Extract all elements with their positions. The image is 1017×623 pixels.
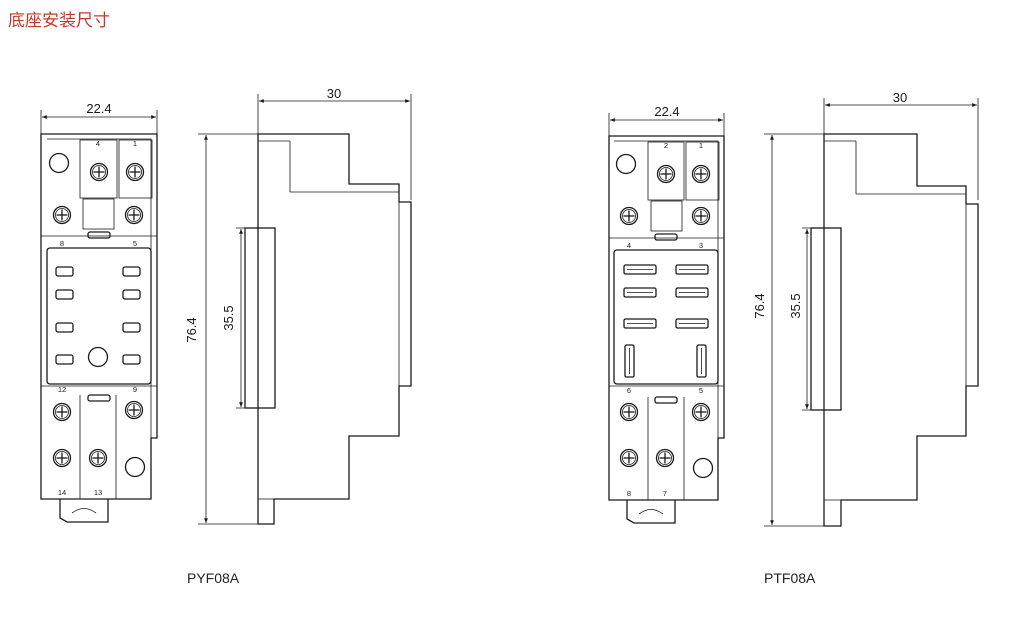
model-label-pyf08a: PYF08A [187, 570, 240, 586]
ptf08a-terminal-3: 3 [699, 241, 703, 250]
pyf08a-rail-dim: 35.5 [221, 305, 236, 330]
pyf08a-front-view: 22.4 4 [40, 101, 158, 523]
ptf08a-rail-dim: 35.5 [788, 293, 803, 318]
model-label-ptf08a: PTF08A [764, 570, 816, 586]
ptf08a-front-view: 22.4 [608, 104, 725, 524]
ptf08a-terminal-7: 7 [663, 489, 667, 498]
ptf08a-terminal-6: 6 [627, 386, 631, 395]
pyf08a-terminal-8: 8 [60, 239, 64, 248]
pyf08a-terminal-1: 1 [133, 139, 137, 148]
pyf08a-height-dim: 76.4 [184, 317, 199, 342]
ptf08a-side-view: 30 76.4 35.5 [752, 90, 979, 527]
pyf08a-width-dim: 22.4 [86, 101, 111, 116]
pyf08a-side-view: 30 76.4 35.5 [184, 86, 412, 525]
pyf08a-terminal-9: 9 [133, 385, 137, 394]
pyf08a-terminal-4: 4 [96, 139, 100, 148]
ptf08a-terminal-5: 5 [699, 386, 703, 395]
pyf08a-depth-dim: 30 [327, 86, 341, 101]
pyf08a-terminal-5: 5 [133, 239, 137, 248]
page-title: 底座安装尺寸 [8, 11, 110, 31]
ptf08a-height-dim: 76.4 [752, 293, 767, 318]
ptf08a-terminal-4: 4 [627, 241, 631, 250]
ptf08a-terminal-1: 1 [699, 141, 703, 150]
pyf08a-terminal-14: 14 [58, 488, 66, 497]
ptf08a-terminal-8: 8 [627, 489, 631, 498]
pyf08a-terminal-13: 13 [94, 488, 102, 497]
ptf08a-terminal-2: 2 [664, 141, 668, 150]
pyf08a-terminal-12: 12 [58, 385, 66, 394]
ptf08a-width-dim: 22.4 [654, 104, 679, 119]
ptf08a-depth-dim: 30 [893, 90, 907, 105]
